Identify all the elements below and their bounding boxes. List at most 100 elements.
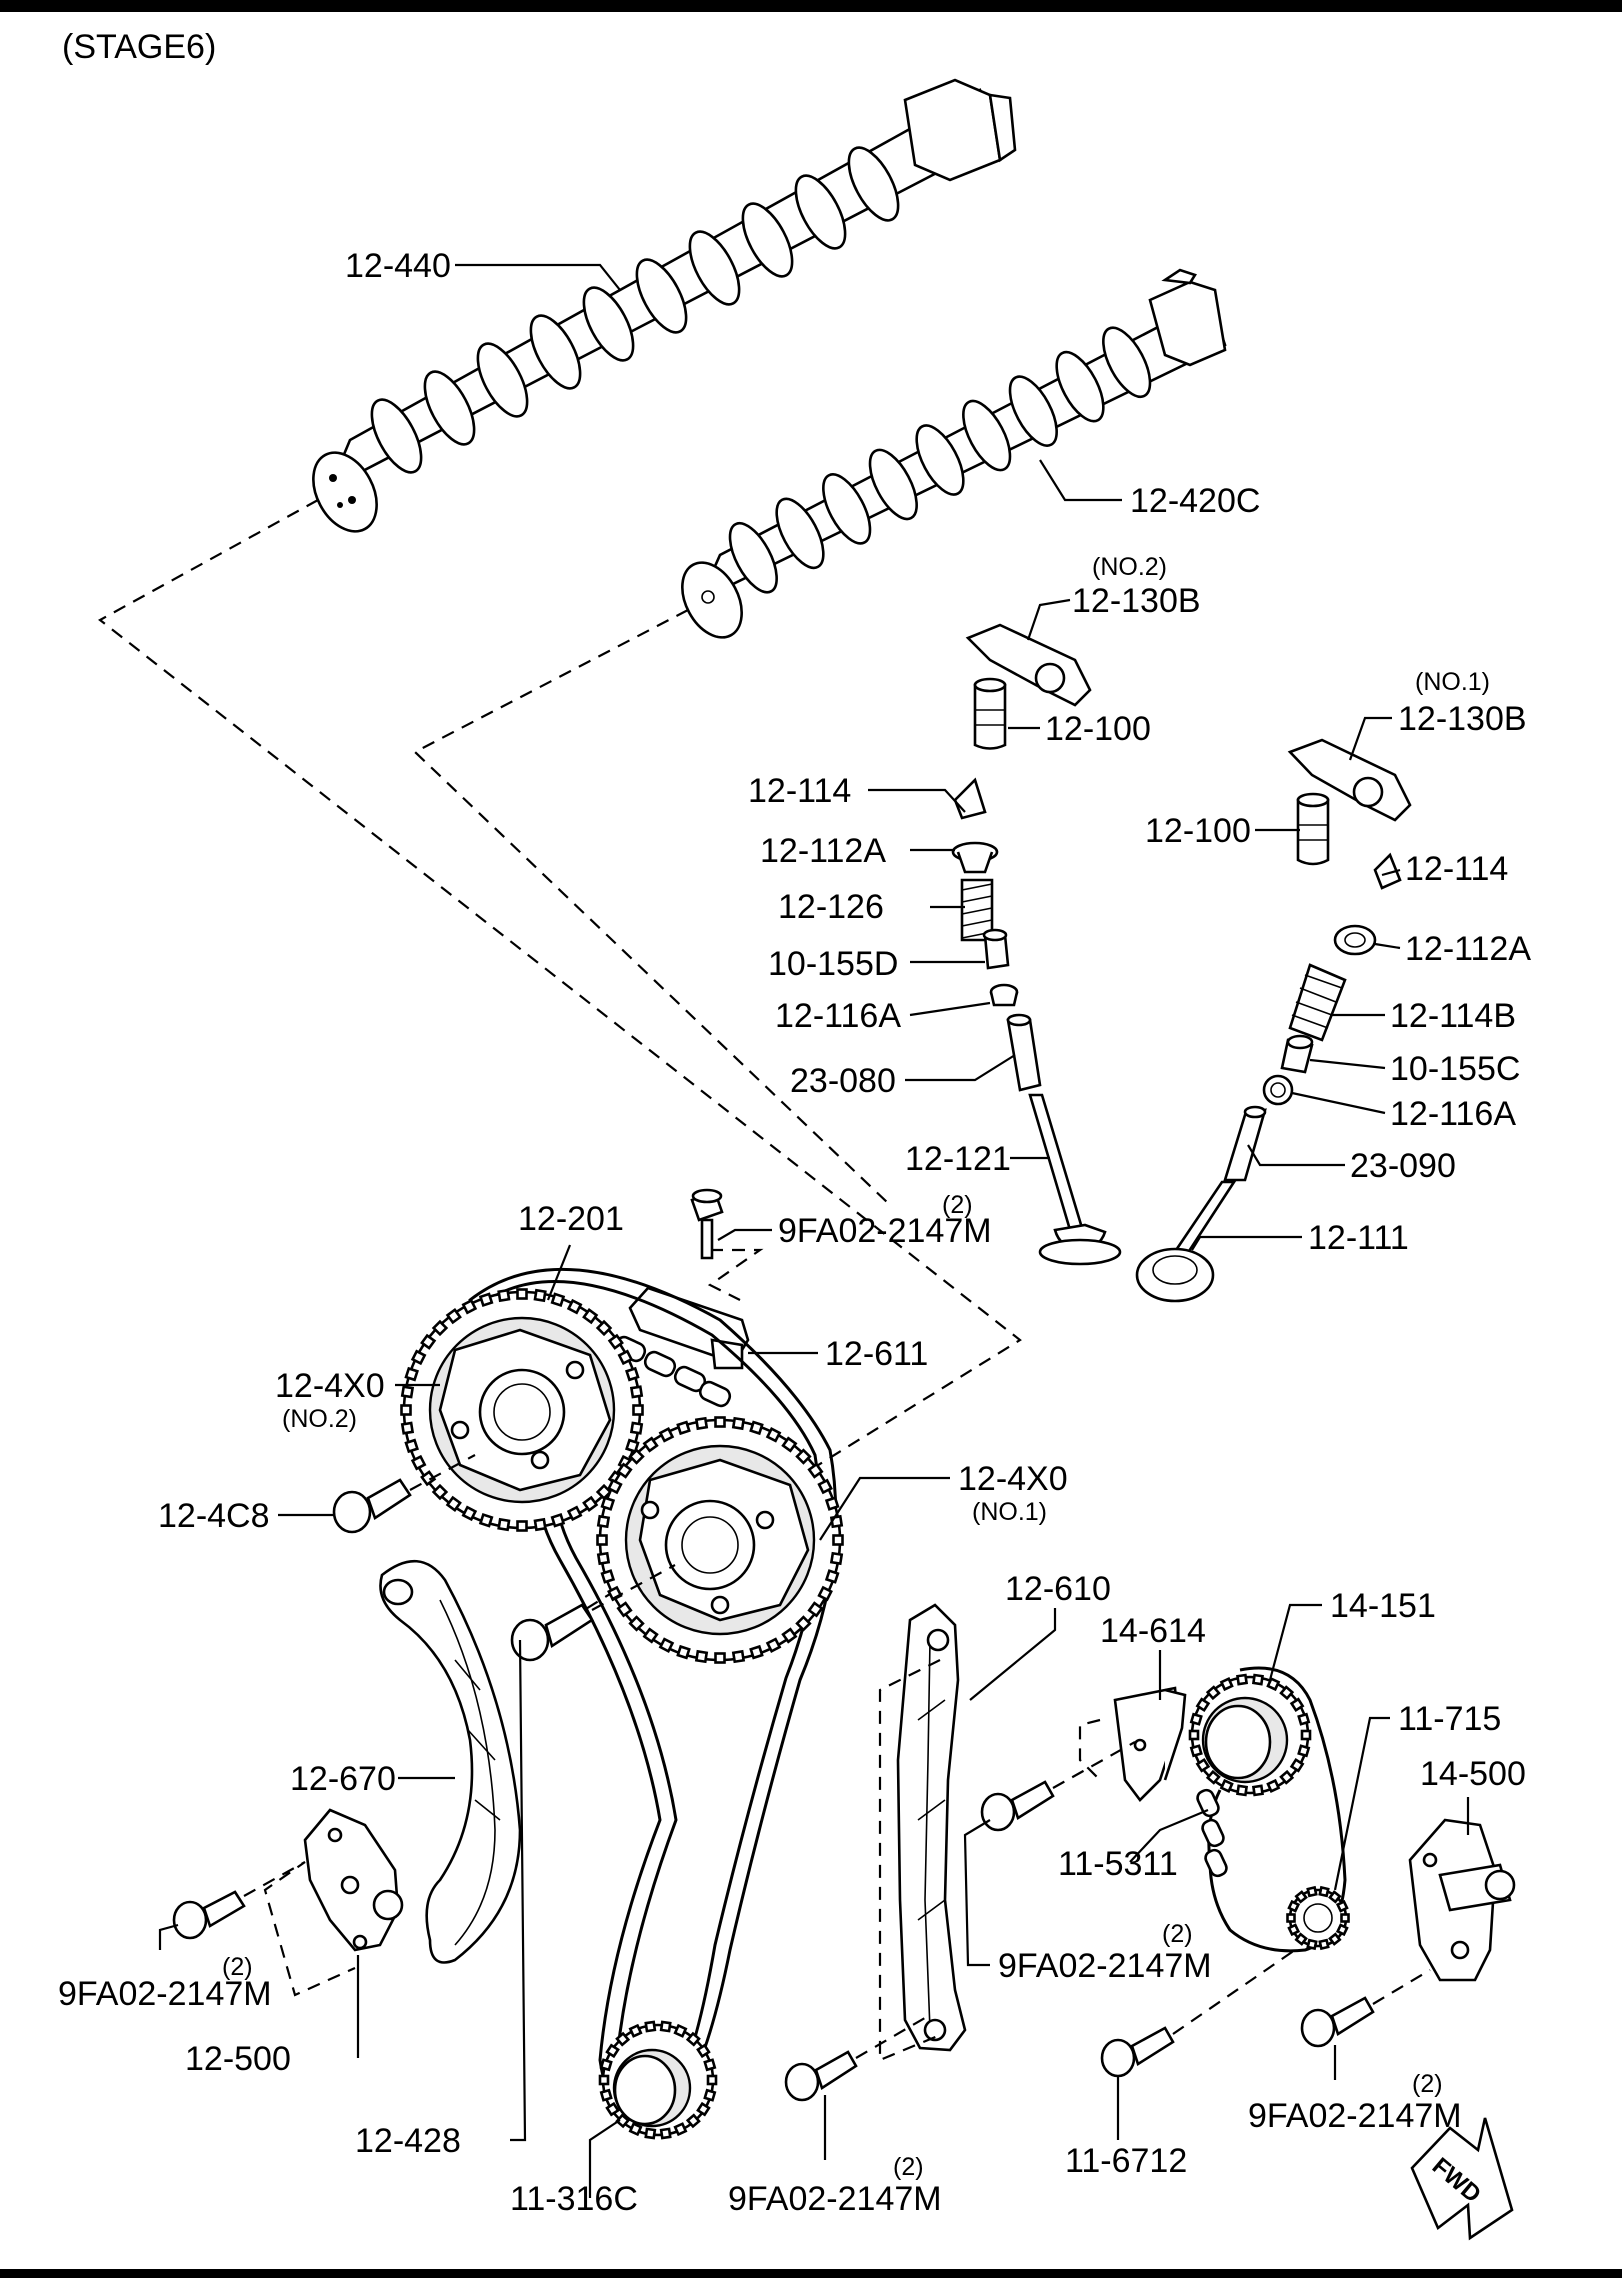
- svg-text:9FA02-2147M: 9FA02-2147M: [778, 1212, 992, 1250]
- svg-text:12-121: 12-121: [905, 1140, 1011, 1178]
- callout-12-4x0-no1: 12-4X0 (NO.1): [958, 1460, 1068, 1526]
- callout-12-130b-no1: (NO.1) 12-130B: [1398, 668, 1527, 738]
- crank-sprocket-small[interactable]: [1286, 1885, 1350, 1951]
- svg-text:11-6712: 11-6712: [1065, 2142, 1187, 2180]
- callout-10-155c: 10-155C: [1390, 1050, 1520, 1088]
- valve-spring-left[interactable]: [960, 878, 994, 942]
- bolt-oil-guide[interactable]: [980, 1780, 1055, 1832]
- valve-left[interactable]: [1028, 1093, 1122, 1266]
- callout-12-114-b: 12-114: [1405, 850, 1508, 888]
- valve-seal-right[interactable]: [1280, 1034, 1314, 1074]
- svg-text:12-130B: 12-130B: [1398, 700, 1527, 738]
- oil-pump-chain-guide[interactable]: [1113, 1686, 1187, 1802]
- callout-12-126: 12-126: [778, 888, 884, 926]
- callout-12-114b: 12-114B: [1390, 997, 1516, 1035]
- callout-9fa02-top: (2) 9FA02-2147M: [778, 1191, 992, 1250]
- callout-11-5311: 11-5311: [1058, 1845, 1178, 1883]
- callout-12-201: 12-201: [518, 1200, 624, 1238]
- valve-guide-right[interactable]: [1223, 1105, 1267, 1182]
- svg-text:11-316C: 11-316C: [510, 2180, 638, 2218]
- chain-tensioner-left[interactable]: [303, 1808, 404, 1952]
- callout-23-090: 23-090: [1350, 1147, 1456, 1185]
- oil-pump-tensioner[interactable]: [1408, 1818, 1516, 1982]
- bolt-sprocket-no2[interactable]: [332, 1478, 412, 1534]
- svg-text:12-100: 12-100: [1045, 710, 1151, 748]
- svg-text:12-4X0: 12-4X0: [958, 1460, 1068, 1498]
- svg-text:12-130B: 12-130B: [1072, 582, 1201, 620]
- callout-12-420c: 12-420C: [1130, 482, 1260, 520]
- callout-12-121: 12-121: [905, 1140, 1011, 1178]
- camshaft-lower[interactable]: [670, 268, 1227, 648]
- dashed-tensioner-bolt: [243, 1861, 356, 1997]
- svg-text:(NO.2): (NO.2): [1092, 553, 1167, 581]
- oil-pump-sprocket-upper[interactable]: [1188, 1673, 1312, 1797]
- valve-retainer-left[interactable]: [951, 841, 999, 874]
- svg-text:(NO.2): (NO.2): [282, 1405, 357, 1433]
- valve-right[interactable]: [1135, 1180, 1237, 1303]
- crankshaft-sprocket[interactable]: [598, 2020, 718, 2140]
- callout-12-500: 12-500: [185, 2040, 291, 2078]
- valve-guide-left[interactable]: [1006, 1013, 1042, 1092]
- callout-12-610: 12-610: [1005, 1570, 1111, 1608]
- valve-spring-right[interactable]: [1288, 963, 1347, 1042]
- svg-text:(2): (2): [893, 2153, 924, 2181]
- callout-12-100-b: 12-100: [1145, 812, 1251, 850]
- bolt-oil-pump-sprocket[interactable]: [1100, 2026, 1175, 2078]
- svg-text:(2): (2): [1412, 2070, 1443, 2098]
- bolt-tensioner-left[interactable]: [172, 1890, 246, 1940]
- valve-keeper-right[interactable]: [1373, 852, 1402, 890]
- callout-14-500: 14-500: [1420, 1755, 1526, 1793]
- spring-seat-left[interactable]: [989, 983, 1019, 1007]
- bolt-oil-tensioner[interactable]: [1300, 1996, 1375, 2048]
- svg-text:23-090: 23-090: [1350, 1147, 1456, 1185]
- callout-12-114-a: 12-114: [748, 772, 851, 810]
- valve-seal-left[interactable]: [982, 928, 1010, 970]
- callout-10-155d: 10-155D: [768, 945, 898, 983]
- svg-text:12-100: 12-100: [1145, 812, 1251, 850]
- svg-text:12-440: 12-440: [345, 247, 451, 285]
- callout-23-080: 23-080: [790, 1062, 896, 1100]
- spring-seat-right[interactable]: [1262, 1074, 1294, 1106]
- dashed-bolt-to-sprocket-no2: [409, 1454, 476, 1491]
- lash-adjuster-no1[interactable]: [1296, 792, 1330, 866]
- svg-text:11-715: 11-715: [1398, 1700, 1501, 1738]
- callout-12-670: 12-670: [290, 1760, 396, 1798]
- callout-9fa02-bottom: (2) 9FA02-2147M: [728, 2153, 942, 2218]
- svg-text:10-155D: 10-155D: [768, 945, 898, 983]
- bolt-chain-guide[interactable]: [784, 2050, 858, 2102]
- svg-text:12-420C: 12-420C: [1130, 482, 1260, 520]
- rocker-arm-no2[interactable]: [965, 623, 1092, 707]
- bolt-top[interactable]: [690, 1188, 724, 1260]
- svg-text:12-126: 12-126: [778, 888, 884, 926]
- dashed-guide-bolt-top: [707, 1248, 764, 1301]
- tensioner-arm[interactable]: [379, 1559, 522, 1964]
- callout-12-111: 12-111: [1308, 1219, 1409, 1257]
- callout-11-6712: 11-6712: [1065, 2142, 1187, 2180]
- bolt-sprocket-no1[interactable]: [510, 1603, 594, 1662]
- svg-text:(2): (2): [1162, 1920, 1193, 1948]
- svg-text:12-670: 12-670: [290, 1760, 396, 1798]
- valve-keeper-left[interactable]: [953, 777, 987, 820]
- svg-text:12-116A: 12-116A: [775, 997, 901, 1035]
- rocker-arm-no1[interactable]: [1287, 738, 1412, 822]
- stage-label: (STAGE6): [62, 28, 216, 66]
- callout-9fa02-right: (2) 9FA02-2147M: [1248, 2070, 1462, 2135]
- svg-text:(2): (2): [942, 1191, 973, 1219]
- lash-adjuster-no2[interactable]: [973, 677, 1007, 750]
- dashed-bolt-oil-tensioner: [1372, 1969, 1431, 2005]
- fwd-arrow-icon: FWD: [1410, 2117, 1514, 2241]
- svg-text:12-201: 12-201: [518, 1200, 624, 1238]
- callout-9fa02-left: (2) 9FA02-2147M: [58, 1953, 272, 2013]
- svg-text:23-080: 23-080: [790, 1062, 896, 1100]
- top-border: [0, 0, 1622, 12]
- chain-guide-right[interactable]: [896, 1603, 967, 2052]
- valve-retainer-right[interactable]: [1333, 924, 1377, 956]
- bottom-border: [0, 2269, 1622, 2278]
- callout-12-112a-a: 12-112A: [760, 832, 886, 870]
- svg-text:9FA02-2147M: 9FA02-2147M: [1248, 2097, 1462, 2135]
- variable-valve-sprocket-no1[interactable]: [596, 1416, 844, 1664]
- camshaft-upper[interactable]: [301, 78, 1017, 542]
- variable-valve-sprocket-no2[interactable]: [400, 1288, 644, 1532]
- dashed-bolt-oil-sprocket: [1172, 1949, 1296, 2035]
- svg-text:14-500: 14-500: [1420, 1755, 1526, 1793]
